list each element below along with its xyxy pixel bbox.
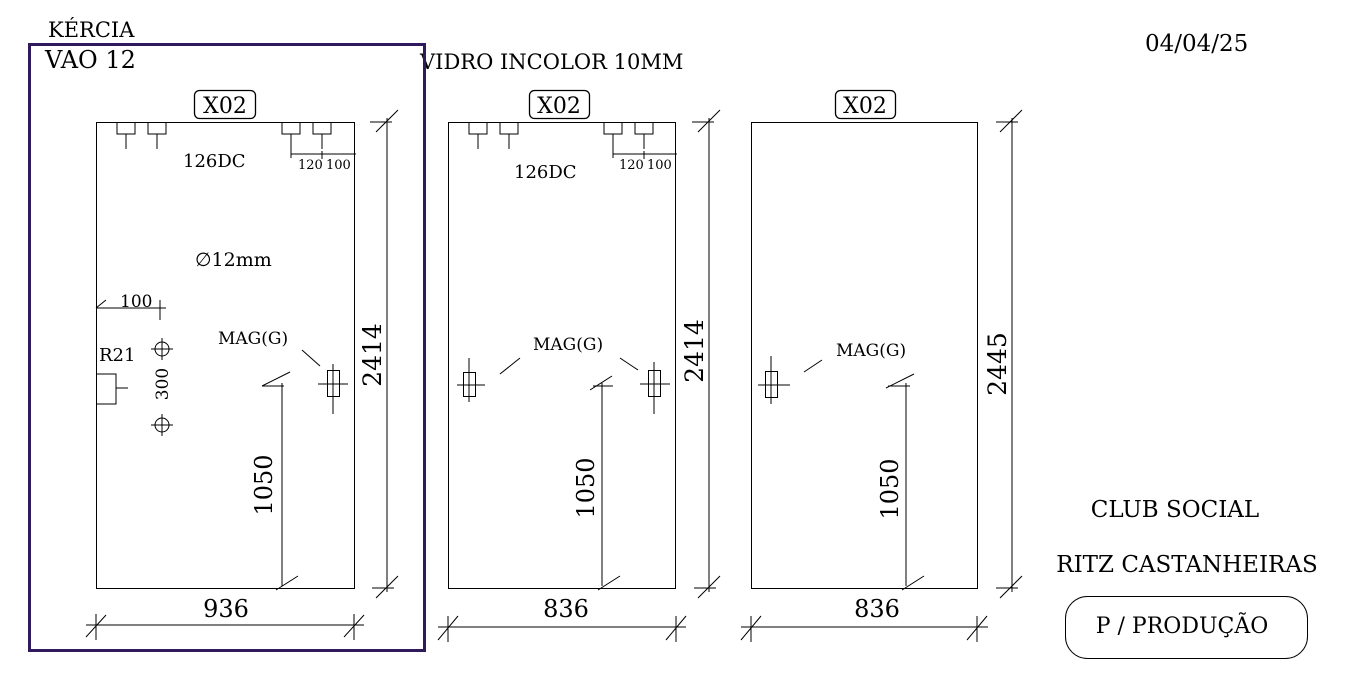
panel-1-lock-height-line: [261, 371, 299, 591]
panel-1-radius: R21: [99, 345, 135, 366]
panel-1-handle-offset: 100: [120, 292, 152, 312]
panel-1-hinge-ref: 126DC: [183, 151, 246, 172]
panel-2-width: 836: [543, 595, 589, 623]
panel-2-height: 2414: [680, 319, 709, 383]
panel-2-lock-height-line: [589, 375, 621, 591]
panel-1-width-line: [85, 614, 365, 640]
panel-1-hole-diameter: ∅12mm: [195, 249, 272, 271]
panel-2-code: X02: [537, 94, 581, 119]
production-stamp-box: [1065, 596, 1308, 659]
panel-2-code-box: [528, 89, 591, 120]
panel-1-lock-leader: [301, 349, 321, 367]
selection-frame[interactable]: [28, 43, 426, 652]
panel-1-lock-symbol: [318, 364, 348, 414]
panel-3-height: 2445: [983, 332, 1012, 396]
panel-2-lock-leader-right: [619, 357, 639, 371]
panel-2-lock-symbol-left: [457, 358, 485, 402]
panel-2-hinge-ref: 126DC: [514, 162, 577, 183]
panel-1-radius-notch: [96, 373, 128, 405]
panel-3-outline: [751, 122, 978, 589]
panel-1-height: 2414: [358, 323, 387, 387]
panel-1-hinge-dim-a: 120: [298, 158, 323, 173]
panel-3-width-line: [740, 615, 988, 642]
client-name: KÉRCIA: [48, 18, 135, 42]
panel-2-width-line: [437, 615, 687, 642]
panel-2-lock-label: MAG(G): [533, 335, 603, 355]
panel-1[interactable]: X02 120 100 126DC ∅12mm 100 300 R21 MAG(…: [85, 89, 399, 641]
panel-1-hinge-dim-b: 100: [326, 158, 351, 173]
panel-1-height-line: [370, 109, 399, 599]
panel-3[interactable]: X02 MAG(G) 1050 2445 836: [740, 89, 1023, 643]
panel-2-hinge-dim-line: [612, 148, 677, 159]
panel-3-lock-symbol: [758, 356, 790, 404]
panel-2-hinge-dim-a: 120: [619, 158, 644, 173]
panel-1-width: 936: [203, 595, 249, 623]
panel-2-hinge-cutouts: [468, 122, 654, 149]
panel-2[interactable]: X02 120 100 126DC MAG(G) 1050 2414 836: [437, 89, 721, 643]
span-label: VAO 12: [44, 46, 136, 74]
panel-3-code: X02: [843, 94, 887, 119]
panel-2-outline: [448, 122, 676, 589]
panel-1-code-box: [193, 89, 257, 120]
project-line-2: RITZ CASTANHEIRAS: [1056, 552, 1317, 578]
panel-2-height-line: [692, 109, 721, 599]
panel-2-lock-symbol-right: [640, 362, 670, 414]
panel-3-code-box: [834, 89, 897, 120]
panel-1-lock-label: MAG(G): [218, 329, 288, 349]
panel-3-lock-height-line: [885, 373, 925, 591]
drawing-date: 04/04/25: [1145, 31, 1248, 57]
panel-3-lock-label: MAG(G): [836, 341, 906, 361]
panel-2-lock-height: 1050: [572, 457, 600, 518]
panel-1-lock-height: 1050: [250, 454, 278, 515]
panel-3-lock-leader: [803, 359, 823, 373]
panel-2-lock-leader-left: [499, 357, 521, 375]
panel-3-height-line: [996, 109, 1023, 599]
panel-1-handle-spacing: 300: [153, 368, 173, 400]
panel-3-width: 836: [854, 595, 900, 623]
panel-2-hinge-dim-b: 100: [647, 158, 672, 173]
production-stamp: P / PRODUÇÃO: [1096, 611, 1269, 639]
panel-1-hinge-dim-line: [290, 148, 356, 159]
panel-1-handle-holes: [151, 338, 173, 436]
panel-1-hinge-cutouts: [116, 122, 332, 149]
project-line-1: CLUB SOCIAL: [1091, 497, 1259, 523]
panel-1-outline: [96, 122, 355, 589]
material-label: VIDRO INCOLOR 10MM: [419, 50, 683, 74]
panel-1-handle-offset-line: [95, 299, 166, 320]
panel-1-code: X02: [203, 94, 247, 119]
panel-3-lock-height: 1050: [876, 458, 904, 519]
